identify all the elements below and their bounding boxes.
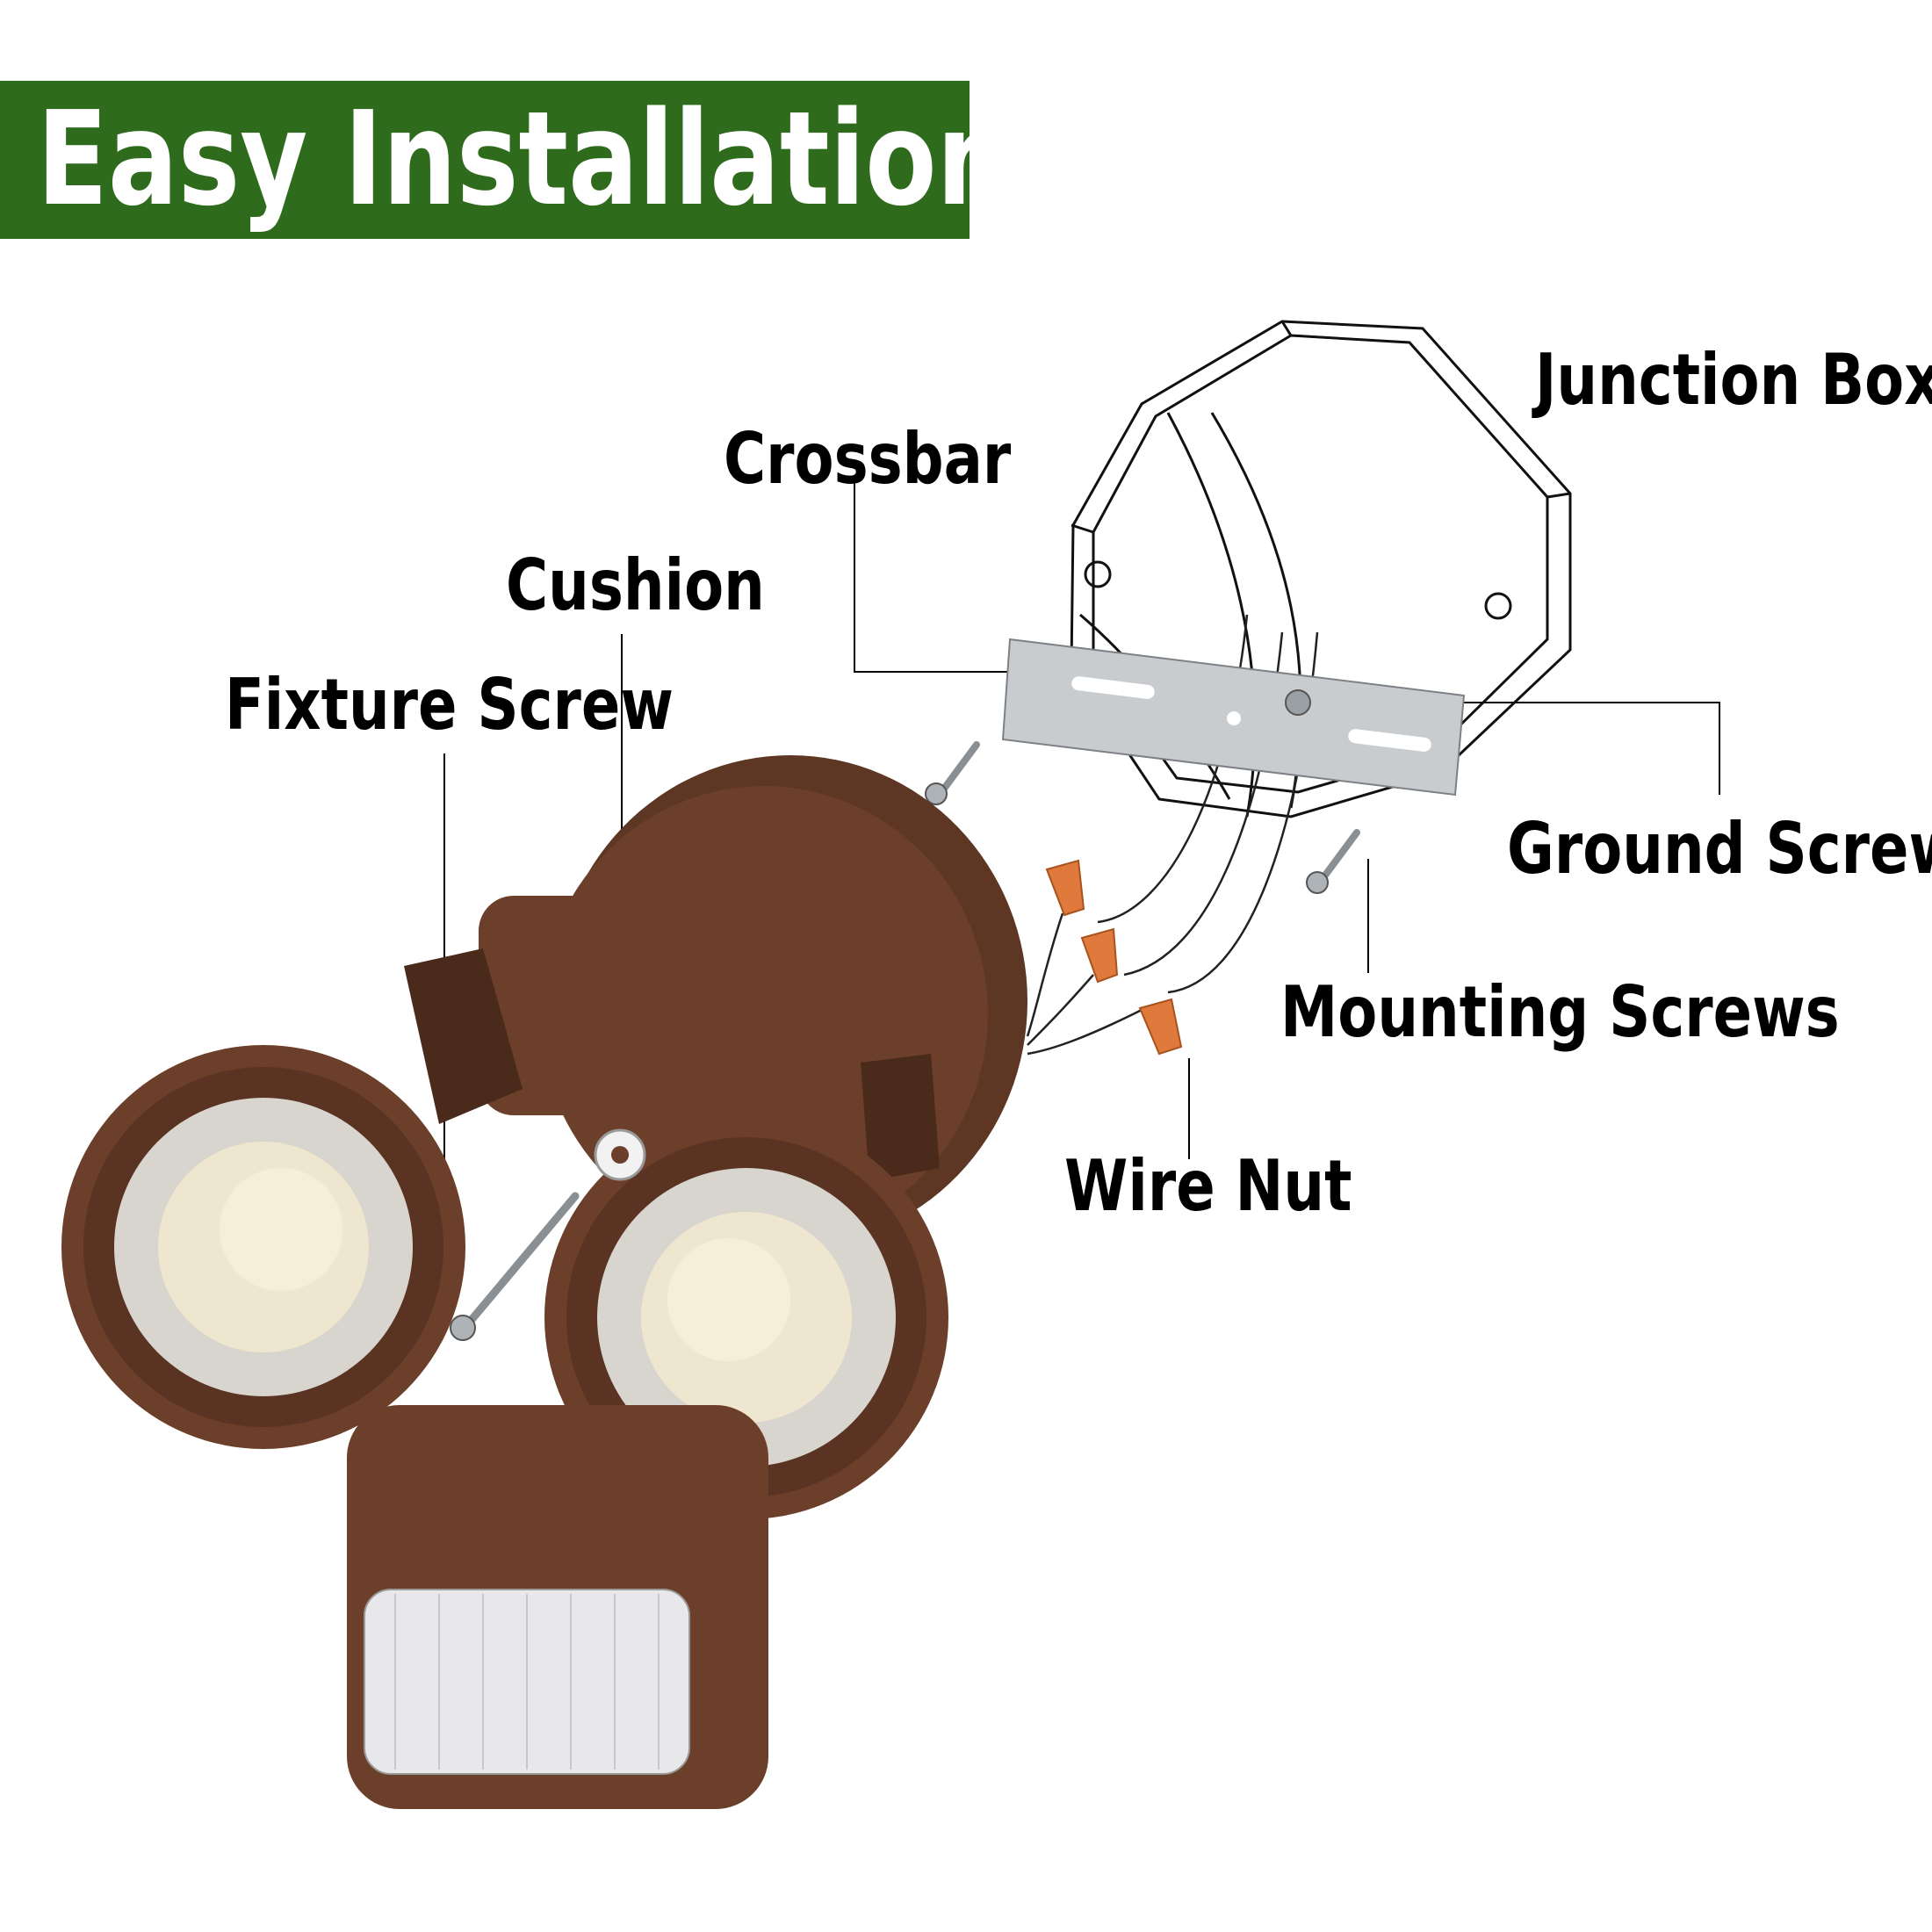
mounting-screw (1306, 829, 1360, 894)
wire-nut-1 (1045, 859, 1085, 917)
label-junction-box: Junction Box (1535, 339, 1932, 421)
fixture-screw (450, 1192, 580, 1341)
title-banner: Easy Installation (0, 81, 1011, 239)
loose-screws (450, 741, 1360, 1341)
label-ground-screw: Ground Screw (1507, 808, 1932, 890)
page-title: Easy Installation (37, 83, 1011, 234)
crossbar-leader (854, 483, 1014, 673)
wire-nut-2 (1080, 927, 1119, 984)
wire-nut-3 (1138, 998, 1183, 1056)
label-wire-nut: Wire Nut (1064, 1145, 1352, 1227)
label-cushion: Cushion (506, 544, 765, 626)
crossbar-screw-top (925, 741, 980, 805)
box-hole-left (1084, 560, 1112, 588)
box-hole-right (1484, 592, 1512, 620)
ground-screw-on-crossbar (1285, 689, 1311, 716)
label-crossbar: Crossbar (724, 418, 1012, 500)
label-fixture-screw: Fixture Screw (225, 664, 674, 746)
mount-block (479, 896, 716, 1115)
label-mounting-screws: Mounting Screws (1280, 971, 1840, 1053)
junction-box-outline (1070, 320, 1572, 818)
fixture-body (61, 755, 1027, 1809)
junction-box-inner (1092, 334, 1549, 794)
wire-nuts (1045, 859, 1183, 1056)
crossbar-plate (1001, 638, 1466, 797)
